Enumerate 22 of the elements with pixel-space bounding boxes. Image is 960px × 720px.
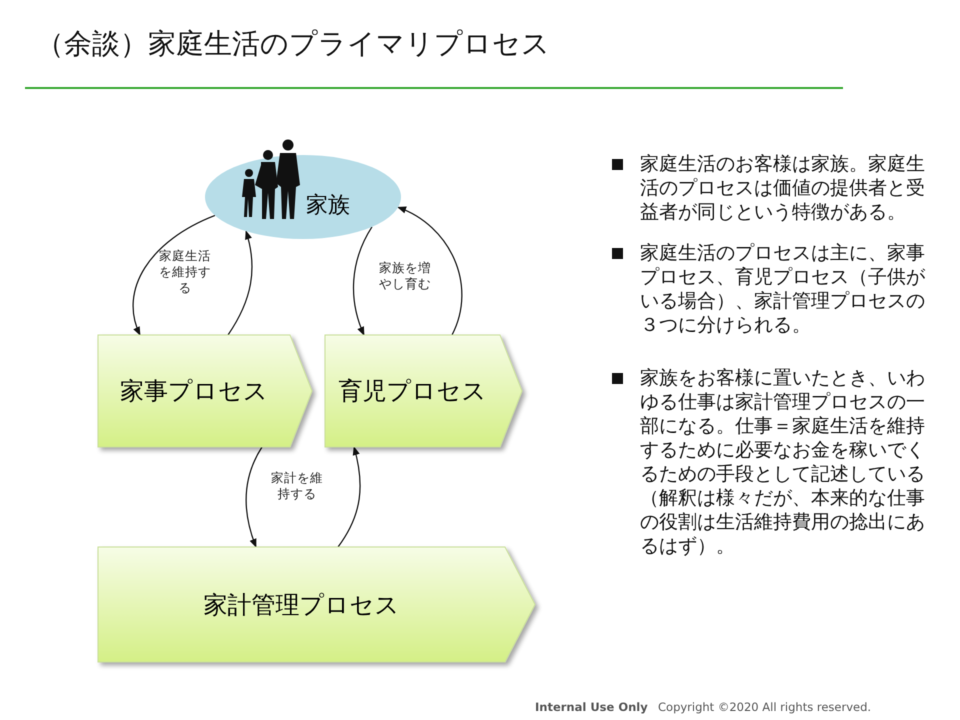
- footer-note: Internal Use Only: [535, 700, 648, 714]
- curved-arrow: [228, 230, 253, 336]
- bullet-text: 家族をお客様に置いたとき、いわゆる仕事は家計管理プロセスの一部になる。仕事＝家庭生活を維持するために必要なお金を稼いでくるための手段として記述している（解釈は様々だが、本来的な仕事の役割は生活維持費用の捻出にあるはず）。: [640, 366, 926, 558]
- curved-arrow: [246, 446, 263, 548]
- process-label: 家事プロセス: [120, 376, 268, 407]
- process-arrow-box: [98, 335, 312, 447]
- process-label: 育児プロセス: [338, 376, 486, 407]
- node-label: 家族: [306, 192, 350, 220]
- edge-label: 家庭生活を維持する: [158, 248, 212, 296]
- process-arrow-box: [98, 547, 535, 662]
- edge-label: 家族を増やし育む: [378, 260, 432, 292]
- bullet-text: 家庭生活のお客様は家族。家庭生活のプロセスは価値の提供者と受益者が同じという特徴がある。: [640, 152, 926, 224]
- copyright-text: Copyright ©2020 All rights reserved.: [658, 700, 872, 714]
- curved-arrow: [352, 226, 373, 336]
- edge-label: 家計を維持する: [270, 470, 324, 502]
- curved-arrow: [132, 214, 216, 336]
- title: （余談）家庭生活のプライマリプロセス: [36, 26, 550, 62]
- curved-arrow: [338, 446, 361, 548]
- process-label: 家計管理プロセス: [204, 590, 400, 620]
- process-arrow-box: [325, 335, 522, 447]
- bullet-text: 家庭生活のプロセスは主に、家事プロセス、育児プロセス（子供がいる場合）、家計管理プロセスの３つに分けられる。: [640, 241, 926, 337]
- curved-arrow: [397, 206, 462, 336]
